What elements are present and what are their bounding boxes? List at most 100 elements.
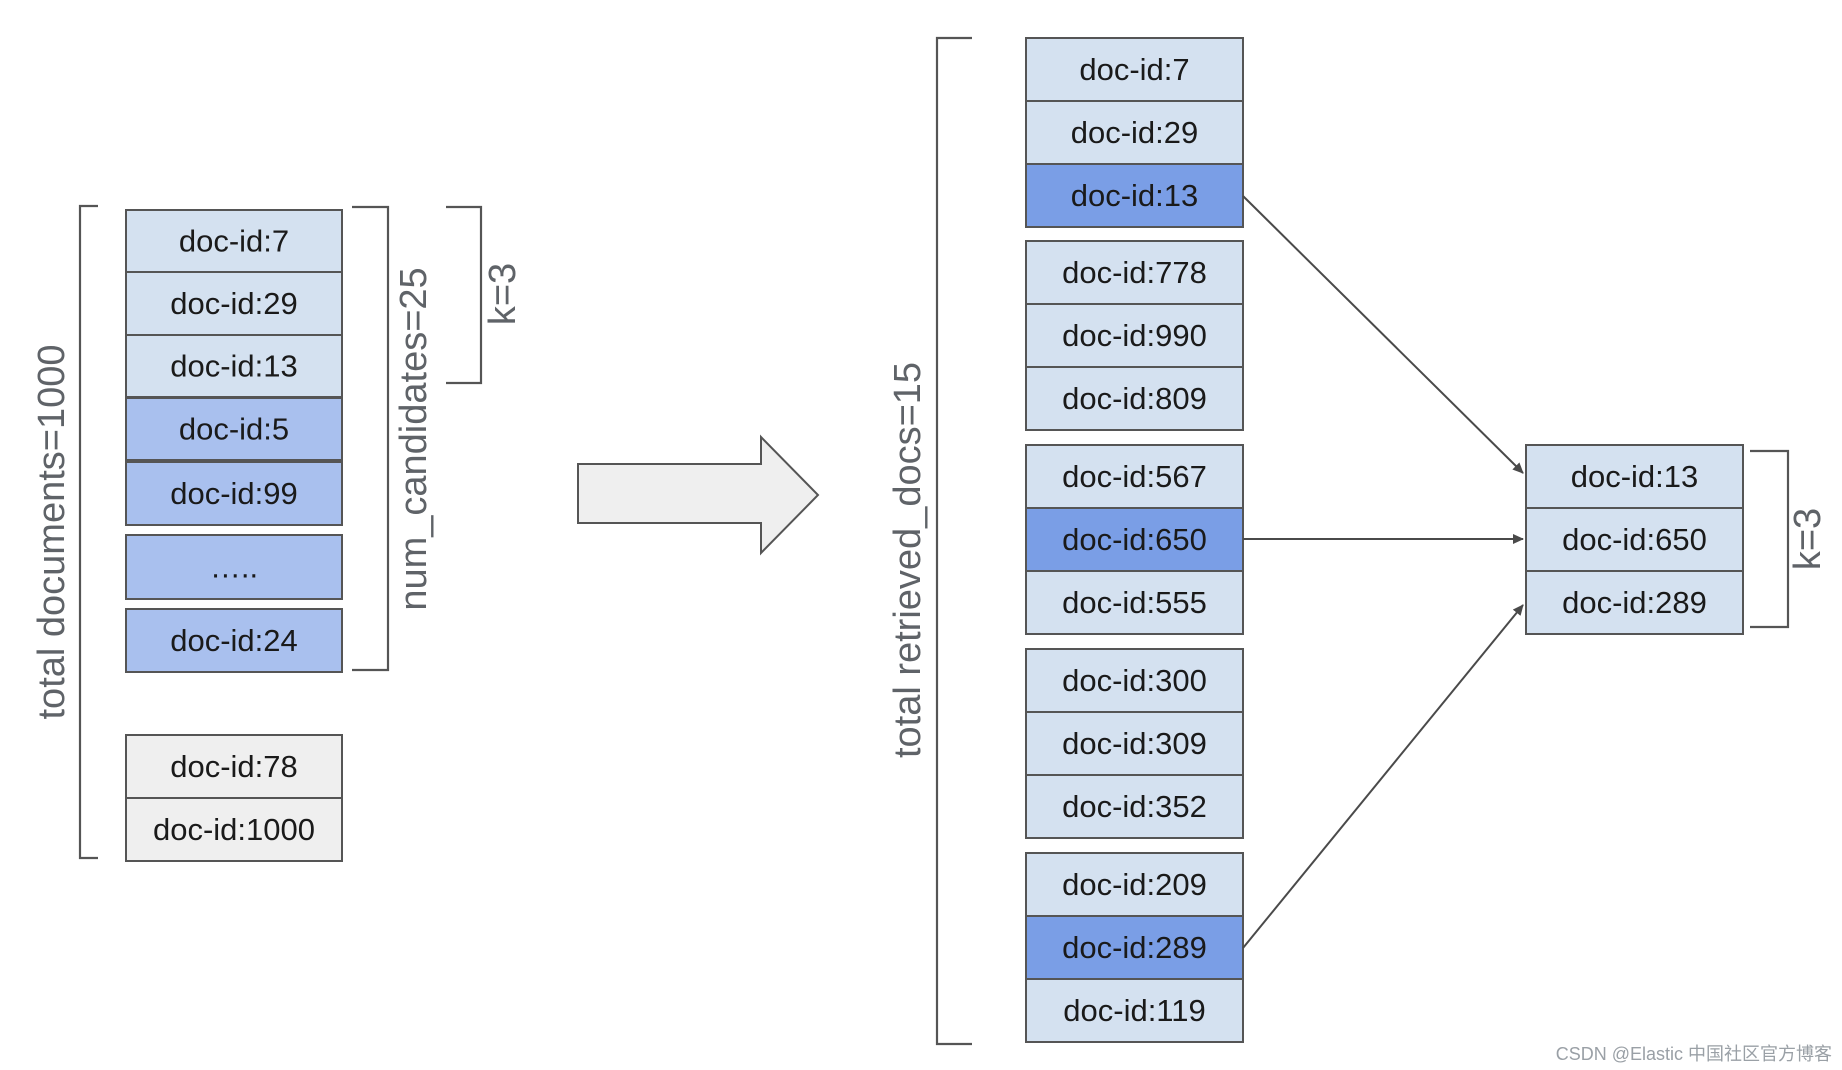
transition-arrow-icon bbox=[577, 434, 820, 556]
left-doc-cell: doc-id:5 bbox=[125, 397, 343, 461]
middle-panel: total retrieved_docs=15 doc-id:7 doc-id:2… bbox=[887, 36, 1244, 1046]
left-doc-cell-label: doc-id:13 bbox=[170, 349, 298, 384]
right-panel: doc-id:13 doc-id:650 doc-id:289 k=3 bbox=[1525, 444, 1829, 635]
result-doc-cell: doc-id:289 bbox=[1525, 570, 1744, 635]
left-doc-cell-label: ….. bbox=[210, 550, 258, 585]
retrieved-doc-cell-label: doc-id:352 bbox=[1062, 789, 1207, 824]
left-doc-cell: doc-id:1000 bbox=[125, 797, 343, 862]
num-candidates-bracket bbox=[352, 205, 390, 672]
retrieved-doc-cell: doc-id:300 bbox=[1025, 648, 1244, 713]
left-doc-cell-label: doc-id:78 bbox=[170, 749, 298, 784]
retrieved-doc-cell: doc-id:289 bbox=[1025, 915, 1244, 980]
result-doc-cell: doc-id:13 bbox=[1525, 444, 1744, 509]
left-doc-cell-box bbox=[125, 534, 343, 600]
retrieved-doc-cell: doc-id:209 bbox=[1025, 852, 1244, 917]
retrieved-doc-cell: doc-id:352 bbox=[1025, 774, 1244, 839]
result-doc-cell-label: doc-id:650 bbox=[1562, 522, 1707, 557]
retrieved-group: doc-id:778 doc-id:990 doc-id:809 bbox=[1025, 240, 1244, 431]
left-doc-cell-box bbox=[125, 397, 343, 461]
retrieved-doc-cell-label: doc-id:567 bbox=[1062, 459, 1207, 494]
left-doc-cell: doc-id:29 bbox=[125, 271, 343, 336]
left-doc-cell-box bbox=[125, 271, 343, 336]
retrieved-doc-cell: doc-id:809 bbox=[1025, 366, 1244, 431]
connectors bbox=[1242, 195, 1524, 949]
retrieved-doc-cell: doc-id:990 bbox=[1025, 303, 1244, 368]
retrieved-group: doc-id:209 doc-id:289 doc-id:119 bbox=[1025, 852, 1244, 1043]
retrieved-doc-cell-box bbox=[1025, 978, 1244, 1043]
total-retrieved-label: total retrieved_docs=15 bbox=[887, 362, 929, 758]
connector-doc-13 bbox=[1242, 195, 1524, 474]
left-k-label: k=3 bbox=[482, 263, 524, 325]
retrieved-doc-cell-box bbox=[1025, 648, 1244, 713]
retrieved-doc-cell-label: doc-id:13 bbox=[1071, 178, 1199, 213]
result-doc-cell-box bbox=[1525, 507, 1744, 572]
retrieved-doc-cell-label: doc-id:209 bbox=[1062, 867, 1207, 902]
left-doc-cell: doc-id:24 bbox=[125, 608, 343, 673]
retrieved-doc-cell: doc-id:13 bbox=[1025, 163, 1244, 228]
right-k-label: k=3 bbox=[1787, 508, 1829, 570]
num-candidates-label: num_candidates=25 bbox=[393, 267, 435, 610]
watermark: CSDN @Elastic 中国社区官方博客 bbox=[1556, 1044, 1832, 1064]
retrieved-doc-cell-label: doc-id:555 bbox=[1062, 585, 1207, 620]
retrieved-doc-cell-label: doc-id:650 bbox=[1062, 522, 1207, 557]
retrieved-doc-cell-box bbox=[1025, 366, 1244, 431]
left-panel: total documents=1000 num_candidates=25 k… bbox=[31, 204, 524, 862]
left-doc-cell-box bbox=[125, 461, 343, 526]
total-retrieved-bracket bbox=[935, 36, 972, 1046]
left-k-bracket bbox=[446, 205, 483, 385]
retrieved-doc-cell-box bbox=[1025, 711, 1244, 776]
retrieved-doc-cell-box bbox=[1025, 100, 1244, 165]
left-doc-cell-box bbox=[125, 209, 343, 273]
retrieved-doc-cell-box bbox=[1025, 507, 1244, 572]
retrieved-doc-cell-box bbox=[1025, 915, 1244, 980]
left-doc-cell: doc-id:7 bbox=[125, 209, 343, 273]
retrieved-doc-cell-box bbox=[1025, 570, 1244, 635]
left-doc-cell-label: doc-id:99 bbox=[170, 476, 298, 511]
left-doc-cell: doc-id:99 bbox=[125, 461, 343, 526]
retrieved-doc-cell: doc-id:7 bbox=[1025, 37, 1244, 102]
left-doc-cell-box bbox=[125, 608, 343, 673]
left-doc-cell: doc-id:78 bbox=[125, 734, 343, 799]
retrieved-doc-cell: doc-id:29 bbox=[1025, 100, 1244, 165]
total-documents-bracket bbox=[78, 204, 98, 860]
left-doc-cell-label: doc-id:24 bbox=[170, 623, 298, 658]
result-doc-cell-label: doc-id:13 bbox=[1571, 459, 1699, 494]
retrieved-group: doc-id:567 doc-id:650 doc-id:555 bbox=[1025, 444, 1244, 635]
result-doc-cell-box bbox=[1525, 444, 1744, 509]
retrieved-doc-cell: doc-id:567 bbox=[1025, 444, 1244, 509]
retrieved-doc-cell-box bbox=[1025, 303, 1244, 368]
left-doc-cell-label: doc-id:29 bbox=[170, 286, 298, 321]
left-doc-cell-label: doc-id:7 bbox=[179, 224, 289, 259]
right-k-bracket bbox=[1750, 449, 1790, 629]
retrieved-doc-cell: doc-id:309 bbox=[1025, 711, 1244, 776]
retrieved-doc-cell-box bbox=[1025, 444, 1244, 509]
retrieved-group: doc-id:300 doc-id:309 doc-id:352 bbox=[1025, 648, 1244, 839]
left-doc-cell-label: doc-id:1000 bbox=[153, 812, 315, 847]
left-doc-cell-box bbox=[125, 734, 343, 799]
retrieved-doc-cell-box bbox=[1025, 774, 1244, 839]
retrieved-doc-cell-label: doc-id:309 bbox=[1062, 726, 1207, 761]
retrieved-doc-cell-label: doc-id:990 bbox=[1062, 318, 1207, 353]
retrieved-doc-cell: doc-id:119 bbox=[1025, 978, 1244, 1043]
retrieved-doc-cell-box bbox=[1025, 163, 1244, 228]
retrieved-doc-cell-label: doc-id:778 bbox=[1062, 255, 1207, 290]
retrieved-doc-cell-label: doc-id:7 bbox=[1079, 52, 1189, 87]
retrieved-doc-cell-label: doc-id:29 bbox=[1071, 115, 1199, 150]
total-documents-label: total documents=1000 bbox=[31, 345, 73, 720]
retrieved-doc-cell-box bbox=[1025, 37, 1244, 102]
retrieved-doc-cell: doc-id:650 bbox=[1025, 507, 1244, 572]
connector-doc-289 bbox=[1242, 604, 1524, 949]
result-doc-cell: doc-id:650 bbox=[1525, 507, 1744, 572]
retrieved-doc-cell-label: doc-id:119 bbox=[1063, 993, 1205, 1028]
retrieved-doc-cell-label: doc-id:289 bbox=[1062, 930, 1207, 965]
retrieved-doc-cell-box bbox=[1025, 852, 1244, 917]
retrieved-group: doc-id:7 doc-id:29 doc-id:13 bbox=[1025, 37, 1244, 228]
left-doc-cell-box bbox=[125, 334, 343, 398]
result-doc-cell-box bbox=[1525, 570, 1744, 635]
left-doc-cell-label: doc-id:5 bbox=[179, 412, 289, 447]
retrieved-doc-cell-label: doc-id:809 bbox=[1062, 381, 1207, 416]
left-doc-cell-box bbox=[125, 797, 343, 862]
retrieved-doc-cell: doc-id:555 bbox=[1025, 570, 1244, 635]
retrieved-doc-cell: doc-id:778 bbox=[1025, 240, 1244, 305]
